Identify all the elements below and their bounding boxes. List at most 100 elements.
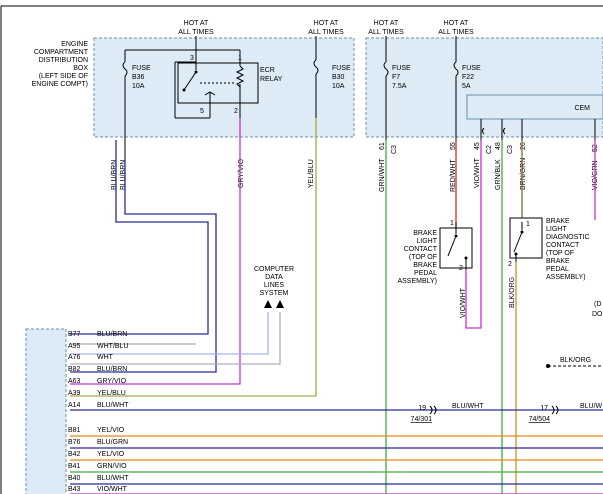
- svg-text:2: 2: [234, 108, 238, 115]
- partial-right-label: (D DO: [592, 301, 603, 318]
- connector-wire-label: GRN/VIO: [97, 463, 127, 470]
- svg-text:FUSE: FUSE: [132, 65, 151, 72]
- svg-text:CONTACT: CONTACT: [404, 246, 438, 253]
- svg-text:(D: (D: [594, 301, 601, 308]
- arrow-up-icon: [264, 300, 272, 308]
- svg-text:YEL/BLU: YEL/BLU: [308, 159, 315, 188]
- module-connector: [25, 328, 67, 494]
- connector-pin-label: A95: [68, 343, 81, 350]
- svg-text:48: 48: [495, 142, 502, 150]
- svg-text:COMPARTMENT: COMPARTMENT: [34, 49, 89, 56]
- svg-text:26: 26: [520, 142, 527, 150]
- svg-text:RED/WHT: RED/WHT: [450, 159, 457, 192]
- svg-text:C3: C3: [391, 145, 398, 154]
- computer-data-lines: COMPUTER DATA LINES SYSTEM: [254, 266, 294, 308]
- fuse-b36: FUSE B36 10A: [122, 61, 151, 160]
- svg-text:61: 61: [379, 142, 386, 150]
- connector-pin-label: B76: [68, 439, 81, 446]
- svg-text:19: 19: [418, 405, 426, 412]
- svg-text:BRAKE: BRAKE: [546, 258, 570, 265]
- svg-text:C3: C3: [507, 145, 514, 154]
- brake-light-contact: 1 2 BRAKE LIGHT CONTACT (TOP OF BRAKE PE…: [397, 220, 473, 285]
- svg-text:F22: F22: [462, 74, 474, 81]
- connector-wire-label: YEL/VIO: [97, 451, 125, 458]
- svg-text:2: 2: [508, 261, 512, 268]
- connector-pin-label: B81: [68, 427, 81, 434]
- svg-text:5: 5: [200, 108, 204, 115]
- svg-text:BLK/ORG: BLK/ORG: [509, 277, 516, 308]
- svg-text:3: 3: [190, 55, 194, 62]
- svg-text:VIO/WHT: VIO/WHT: [460, 287, 467, 318]
- svg-text:GRN/BLK: GRN/BLK: [495, 159, 502, 190]
- svg-text:C2: C2: [486, 145, 493, 154]
- svg-text:ENGINE: ENGINE: [61, 41, 88, 48]
- svg-text:BLU/W: BLU/W: [580, 403, 603, 410]
- svg-text:BLU/WHT: BLU/WHT: [452, 403, 484, 410]
- svg-text:LIGHT: LIGHT: [416, 238, 437, 245]
- svg-text:LINES: LINES: [264, 282, 285, 289]
- svg-text:2: 2: [459, 265, 463, 272]
- svg-text:BLK/ORG: BLK/ORG: [560, 357, 591, 364]
- svg-text:PEDAL: PEDAL: [546, 266, 569, 273]
- svg-text:DISTRIBUTION: DISTRIBUTION: [39, 57, 88, 64]
- svg-text:74/301: 74/301: [411, 416, 433, 423]
- splice-19: 19 74/301 BLU/WHT: [411, 403, 485, 423]
- svg-text:DIAGNOSTIC: DIAGNOSTIC: [546, 234, 590, 241]
- svg-text:BRAKE: BRAKE: [413, 262, 437, 269]
- connector-pin-label: B43: [68, 486, 81, 493]
- svg-text:GRY/VIO: GRY/VIO: [238, 158, 245, 188]
- hot-at-labels: HOT AT ALL TIMES HOT AT ALL TIMES HOT AT…: [178, 20, 474, 36]
- svg-text:ASSEMBLY): ASSEMBLY): [397, 278, 437, 285]
- svg-text:10A: 10A: [132, 83, 145, 90]
- connector-wire-label: VIO/WHT: [97, 486, 128, 493]
- cem-module: [466, 94, 603, 120]
- ecr-relay: 3 1 5 2 ECR RELAY: [174, 50, 283, 119]
- svg-text:DO: DO: [592, 311, 603, 318]
- all-times-label: ALL TIMES: [178, 29, 214, 36]
- connector-wire-label: WHT: [97, 354, 114, 361]
- svg-text:FUSE: FUSE: [462, 65, 481, 72]
- all-times-label: ALL TIMES: [438, 29, 474, 36]
- blk-org-connection: BLK/ORG: [546, 357, 603, 368]
- svg-text:SYSTEM: SYSTEM: [260, 290, 289, 297]
- connector-pin-label: B42: [68, 451, 81, 458]
- hot-at-label: HOT AT: [374, 20, 399, 27]
- connector-wire-label: GRY/VIO: [97, 378, 127, 385]
- cem-label: CEM: [574, 105, 590, 112]
- hot-at-label: HOT AT: [184, 20, 209, 27]
- connector-wire-label: YEL/VIO: [97, 427, 125, 434]
- svg-text:ASSEMBLY): ASSEMBLY): [546, 274, 586, 281]
- svg-text:BLU/BRN: BLU/BRN: [111, 160, 118, 190]
- svg-text:FUSE: FUSE: [392, 65, 411, 72]
- svg-text:ECR: ECR: [260, 67, 275, 74]
- hot-at-label: HOT AT: [444, 20, 469, 27]
- fuse-f7: FUSE F7 7.5A: [383, 61, 411, 140]
- svg-text:BLU/BRN: BLU/BRN: [120, 160, 127, 190]
- distribution-box-label: ENGINE COMPARTMENT DISTRIBUTION BOX (LEF…: [32, 41, 89, 88]
- wire-labels-vertical: BLU/BRN BLU/BRN GRY/VIO YEL/BLU GRN/WHT …: [111, 142, 599, 318]
- connector-wire-label: BLU/WHT: [97, 475, 129, 482]
- svg-text:LIGHT: LIGHT: [546, 226, 567, 233]
- connector-wire-label: YEL/BLU: [97, 390, 126, 397]
- connector-wire-label: BLU/BRN: [97, 366, 127, 373]
- splice-17: 17 74/504 BLU/W: [529, 403, 603, 423]
- connector-wire-label: BLU/WHT: [97, 402, 129, 409]
- svg-text:74/504: 74/504: [529, 416, 551, 423]
- svg-text:B36: B36: [132, 74, 145, 81]
- power-feeds: [124, 36, 457, 62]
- svg-text:RELAY: RELAY: [260, 76, 283, 83]
- arrow-up-icon: [276, 300, 284, 308]
- svg-text:1: 1: [526, 221, 530, 228]
- svg-text:(TOP OF: (TOP OF: [546, 250, 574, 257]
- svg-text:CONTACT: CONTACT: [546, 242, 580, 249]
- connector-pin-label: A63: [68, 378, 81, 385]
- all-times-label: ALL TIMES: [368, 29, 404, 36]
- connector-wire-label: BLU/GRN: [97, 439, 128, 446]
- connector-wire-label: WHT/BLU: [97, 343, 129, 350]
- brake-light-diagnostic-contact: 1 2 BRAKE LIGHT DIAGNOSTIC CONTACT (TOP …: [508, 217, 590, 281]
- svg-text:GRN/WHT: GRN/WHT: [379, 158, 386, 192]
- svg-text:(LEFT SIDE OF: (LEFT SIDE OF: [39, 73, 88, 80]
- svg-text:BRN/GRN: BRN/GRN: [520, 158, 527, 190]
- svg-text:VIO/WHT: VIO/WHT: [474, 157, 481, 188]
